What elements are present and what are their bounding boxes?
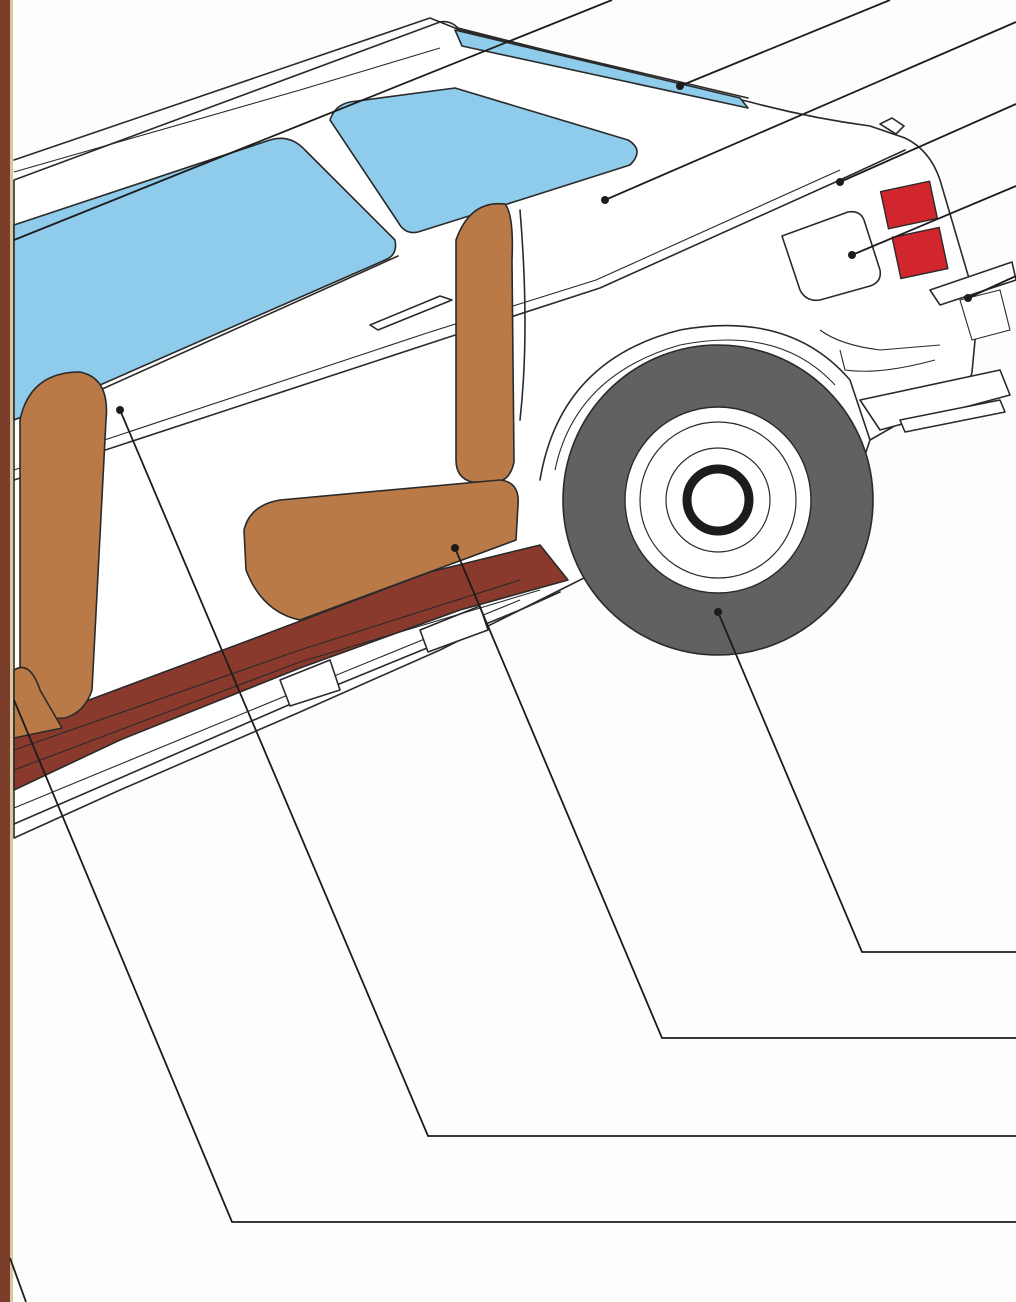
rear-seat-back	[20, 372, 106, 720]
rear-window-callout	[680, 0, 890, 86]
front-seat-back	[456, 204, 514, 482]
rear-wheel-callout	[718, 612, 1016, 952]
rear-seat-callout	[14, 700, 1016, 1222]
page-edge-highlight	[10, 0, 13, 1302]
page-edge-strip	[0, 0, 10, 1302]
